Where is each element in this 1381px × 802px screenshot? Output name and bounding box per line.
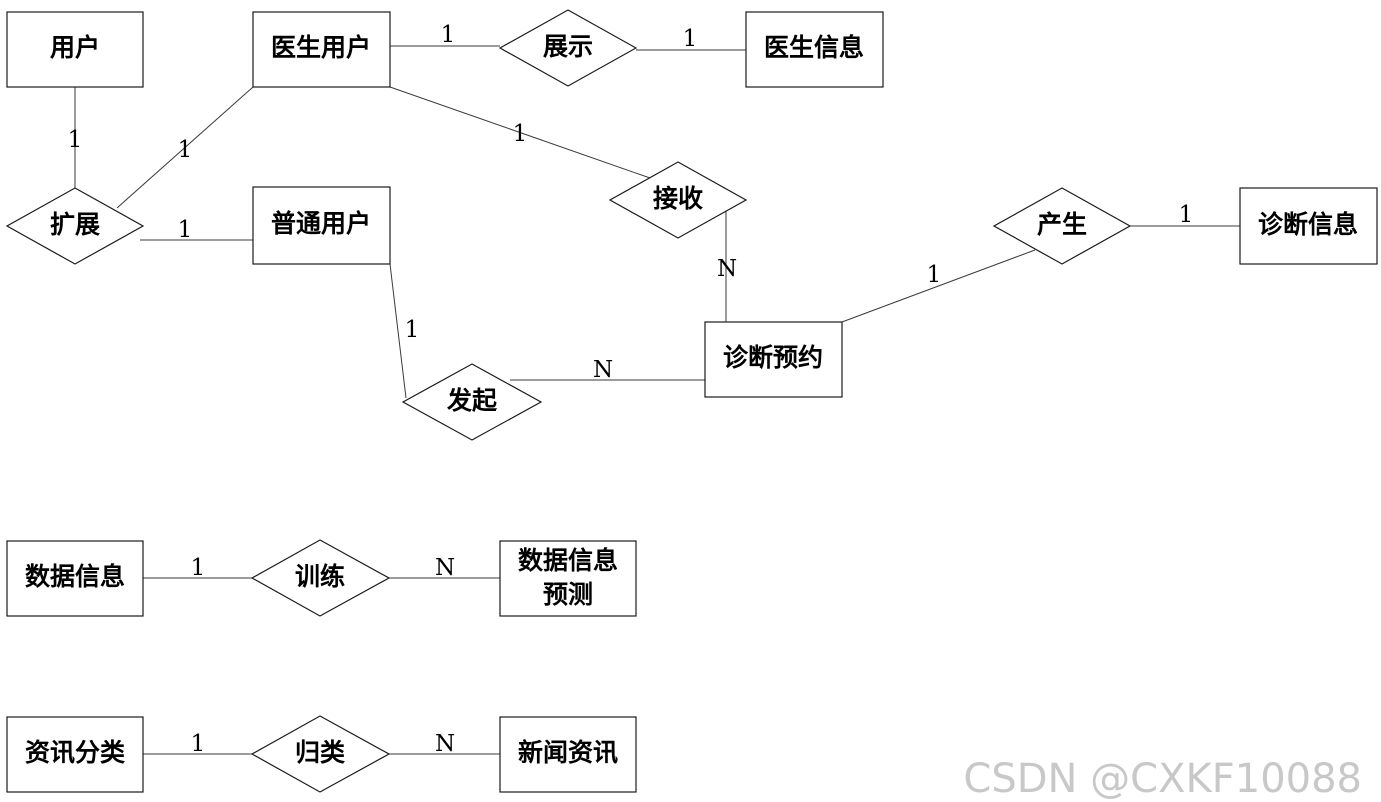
- relationship-receive[interactable]: 接收: [608, 161, 748, 239]
- relationship-display-label: 展示: [543, 32, 593, 61]
- cardinality-doctoruser-extend: 1: [178, 137, 193, 163]
- entity-user-label: 用户: [50, 33, 100, 62]
- cardinality-normaluser-initiate: 1: [405, 317, 420, 343]
- cardinality-doctoruser-display: 1: [441, 22, 456, 48]
- entity-news-category[interactable]: 资讯分类: [6, 716, 144, 793]
- cardinality-initiate-appointment: N: [593, 357, 613, 383]
- entity-diagnosis-appointment-label: 诊断预约: [723, 343, 823, 372]
- entity-doctor-info[interactable]: 医生信息: [745, 11, 884, 88]
- relationship-extend[interactable]: 扩展: [5, 187, 145, 265]
- cardinality-train-prediction: N: [435, 555, 455, 581]
- entity-normal-user-label: 普通用户: [271, 209, 371, 238]
- entity-data-prediction[interactable]: 数据信息 预测: [499, 540, 637, 617]
- entity-news-label: 新闻资讯: [518, 738, 618, 767]
- cardinality-user-extend: 1: [68, 127, 83, 153]
- relationship-display[interactable]: 展示: [498, 9, 638, 87]
- relationship-initiate[interactable]: 发起: [401, 363, 543, 441]
- cardinality-produce-diagnosisinfo: 1: [1179, 202, 1194, 228]
- connector-appointment-produce: [841, 249, 1036, 323]
- relationship-train-label: 训练: [295, 562, 345, 591]
- relationship-extend-label: 扩展: [50, 210, 100, 239]
- entity-news[interactable]: 新闻资讯: [499, 716, 637, 793]
- watermark-text: CSDN @CXKF10088: [963, 756, 1362, 802]
- entity-user[interactable]: 用户: [6, 11, 144, 88]
- entity-data-info-label: 数据信息: [25, 562, 125, 591]
- relationship-train[interactable]: 训练: [250, 539, 391, 617]
- entity-normal-user[interactable]: 普通用户: [252, 186, 391, 265]
- entity-doctor-user-label: 医生用户: [271, 33, 371, 62]
- cardinality-doctoruser-receive: 1: [513, 121, 528, 147]
- connector-normaluser-initiate: [389, 263, 407, 399]
- cardinality-category-classify: 1: [191, 731, 206, 757]
- entity-data-info[interactable]: 数据信息: [6, 540, 144, 617]
- cardinality-datainfo-train: 1: [191, 555, 206, 581]
- entity-data-prediction-label-line1: 数据信息: [518, 546, 618, 575]
- cardinalities: 1 1 1 1 1 1 N 1 N 1 1 1 N 1 N: [68, 22, 1194, 757]
- cardinality-appointment-produce: 1: [927, 262, 942, 288]
- relationship-classify-label: 归类: [295, 738, 346, 767]
- connector-doctoruser-extend: [116, 86, 254, 209]
- relationship-initiate-label: 发起: [446, 386, 498, 415]
- entity-news-category-label: 资讯分类: [25, 738, 126, 767]
- relationship-classify[interactable]: 归类: [250, 715, 391, 793]
- relationship-produce-label: 产生: [1037, 210, 1087, 239]
- cardinality-normaluser-extend: 1: [178, 217, 193, 243]
- cardinality-display-doctorinfo: 1: [683, 26, 698, 52]
- cardinality-classify-news: N: [435, 731, 455, 757]
- entity-diagnosis-info-label: 诊断信息: [1258, 210, 1358, 239]
- connector-doctoruser-receive: [389, 86, 651, 179]
- entity-data-prediction-label-line2: 预测: [543, 580, 593, 609]
- entity-diagnosis-appointment[interactable]: 诊断预约: [704, 321, 843, 398]
- entity-diagnosis-info[interactable]: 诊断信息: [1239, 187, 1378, 265]
- entity-doctor-info-label: 医生信息: [764, 33, 864, 62]
- connectors: [74, 45, 1240, 755]
- relationship-receive-label: 接收: [653, 184, 703, 213]
- entity-doctor-user[interactable]: 医生用户: [252, 11, 391, 88]
- relationship-produce[interactable]: 产生: [992, 187, 1132, 265]
- cardinality-receive-appointment: N: [717, 256, 737, 282]
